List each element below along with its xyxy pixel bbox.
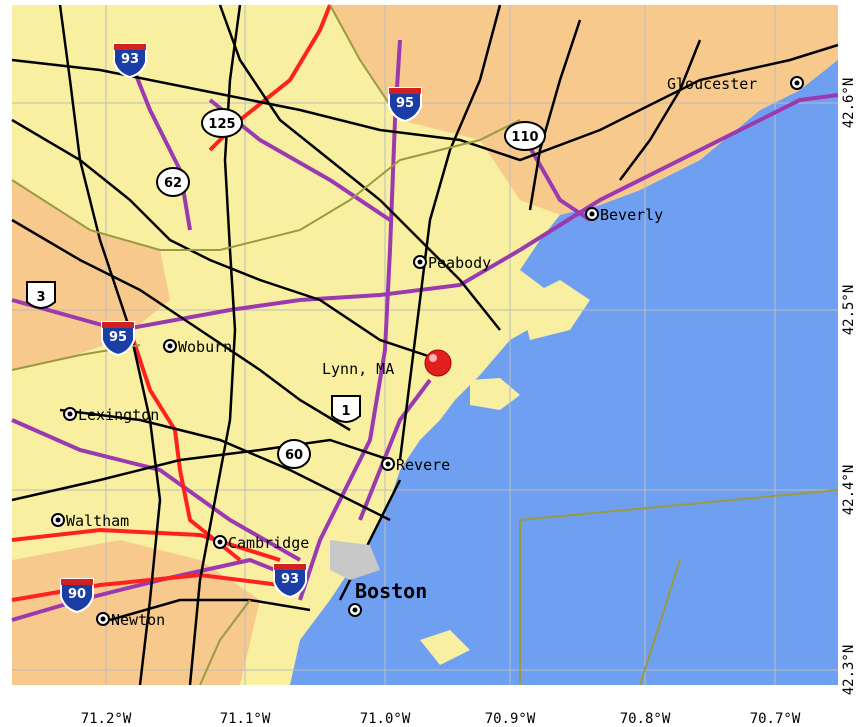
city-label: Lexington [78,406,159,424]
longitude-label: 71.2°W [81,711,132,727]
highway-shield-label: 3 [36,290,45,305]
city-peabody[interactable]: Peabody [413,254,491,272]
highway-shield-label: 95 [396,96,414,111]
boston-urban-area [330,540,380,580]
city-beverly[interactable]: Beverly [585,206,663,224]
graticule [12,5,838,685]
city-label: Revere [396,456,450,474]
marker-label: Lynn, MA [322,360,394,378]
city-label: Boston [355,579,427,603]
highway-shield-label: 110 [511,130,538,145]
city-label: Beverly [600,206,663,224]
highway-shield-label: 95 [109,330,127,345]
highway-shield-110-icon: 110 [504,121,546,151]
highway-shield-label: 93 [281,572,299,587]
longitude-label: 70.9°W [485,711,536,727]
highway-shield-60-icon: 60 [277,439,311,469]
longitude-label: 71.0°W [360,711,411,727]
city-boston[interactable]: Boston [348,579,427,617]
city-newton[interactable]: Newton [96,611,165,629]
highway-shield-95-icon: 95 [101,321,135,357]
city-label: Peabody [428,254,491,272]
highway-shield-1-icon: 1 [331,395,361,423]
latitude-label: 42.5°N [841,285,857,336]
city-gloucester[interactable]: Gloucester [667,75,804,93]
harbor-island [420,630,470,665]
highway-shield-93-icon: 93 [113,43,147,79]
latitude-label: 42.6°N [841,78,857,129]
highway-shield-label: 1 [341,404,350,419]
longitude-label: 71.1°W [220,711,271,727]
city-label: Woburn [178,338,232,356]
latitude-label: 42.4°N [841,465,857,516]
highway-shield-label: 90 [68,587,86,602]
city-revere[interactable]: Revere [381,456,450,474]
highway-shield-125-icon: 125 [201,108,243,138]
highway-shield-62-icon: 62 [156,167,190,197]
roads [11,4,839,686]
longitude-label: 70.8°W [620,711,671,727]
nahant-peninsula [470,378,520,410]
highway-shield-3-icon: 3 [26,281,56,309]
latitude-label: 42.3°N [841,645,857,696]
city-label: Newton [111,611,165,629]
highway-shield-label: 60 [285,448,303,463]
city-label: Waltham [66,512,129,530]
location-pin-icon[interactable] [424,349,452,377]
city-waltham[interactable]: Waltham [51,512,129,530]
city-lexington[interactable]: Lexington [63,406,159,424]
city-woburn[interactable]: Woburn [163,338,232,356]
land-outside-area [12,5,838,215]
city-cambridge[interactable]: Cambridge [213,534,309,552]
city-label: Cambridge [228,534,309,552]
highway-shield-label: 93 [121,52,139,67]
highway-shield-label: 125 [208,117,235,132]
city-label: Gloucester [667,75,757,93]
longitude-label: 70.7°W [750,711,801,727]
highway-shield-95-icon: 95 [388,87,422,123]
highway-shield-90-icon: 90 [60,578,94,614]
highway-shield-label: 62 [164,176,182,191]
highway-shield-93-icon: 93 [273,563,307,599]
